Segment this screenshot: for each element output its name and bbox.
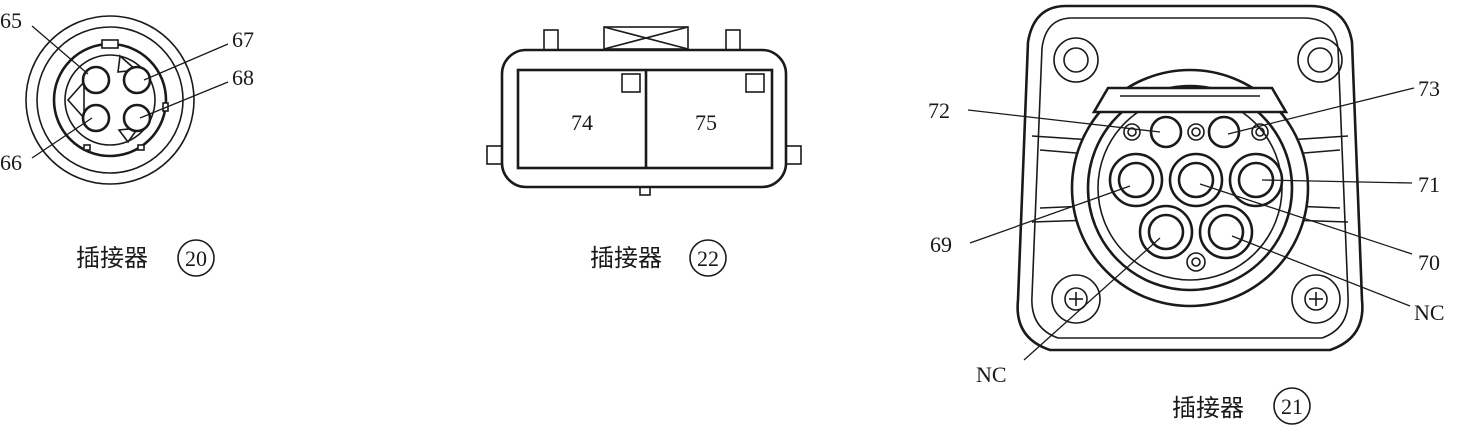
pin-label-70: 70 xyxy=(1418,250,1440,275)
pin-label-68: 68 xyxy=(232,65,254,90)
pin-label-65: 65 xyxy=(0,8,22,33)
pin-label-66: 66 xyxy=(0,150,22,175)
caption-connector-22: 插接器 xyxy=(590,245,662,272)
pin-68 xyxy=(122,103,152,133)
cell-label-74: 74 xyxy=(571,110,593,135)
pin-label-71: 71 xyxy=(1418,172,1440,197)
caption-number-circle-20 xyxy=(177,239,215,277)
pin-65 xyxy=(81,65,111,95)
caption-number-21: 21 xyxy=(1281,394,1303,419)
caption-connector-21: 插接器 xyxy=(1172,395,1244,422)
pin-69 xyxy=(1117,161,1155,199)
pin-label-nc-left: NC xyxy=(976,362,1007,387)
pin-label-nc-right: NC xyxy=(1414,300,1445,325)
caption-number-22: 22 xyxy=(697,246,719,271)
caption-number-20: 20 xyxy=(185,246,207,271)
pin-label-73: 73 xyxy=(1418,76,1440,101)
connector-21: 72 73 71 69 70 NC NC 插接器 21 xyxy=(928,4,1445,425)
caption-connector-20: 插接器 xyxy=(76,245,148,272)
cell-label-75: 75 xyxy=(695,110,717,135)
connector-20: 65 67 68 66 插接器 20 xyxy=(0,8,254,277)
pin-nc-right xyxy=(1207,213,1245,251)
pin-66 xyxy=(81,103,111,133)
caption-number-circle-22 xyxy=(689,239,727,277)
pin-label-67: 67 xyxy=(232,27,254,52)
pin-label-69: 69 xyxy=(930,232,952,257)
pin-72 xyxy=(1149,115,1183,149)
connector-22: 74 75 插接器 22 xyxy=(486,26,802,277)
pin-73 xyxy=(1207,115,1241,149)
caption-number-circle-21 xyxy=(1273,387,1311,425)
pin-67 xyxy=(122,65,152,95)
pin-label-72: 72 xyxy=(928,98,950,123)
pin-70 xyxy=(1177,161,1215,199)
